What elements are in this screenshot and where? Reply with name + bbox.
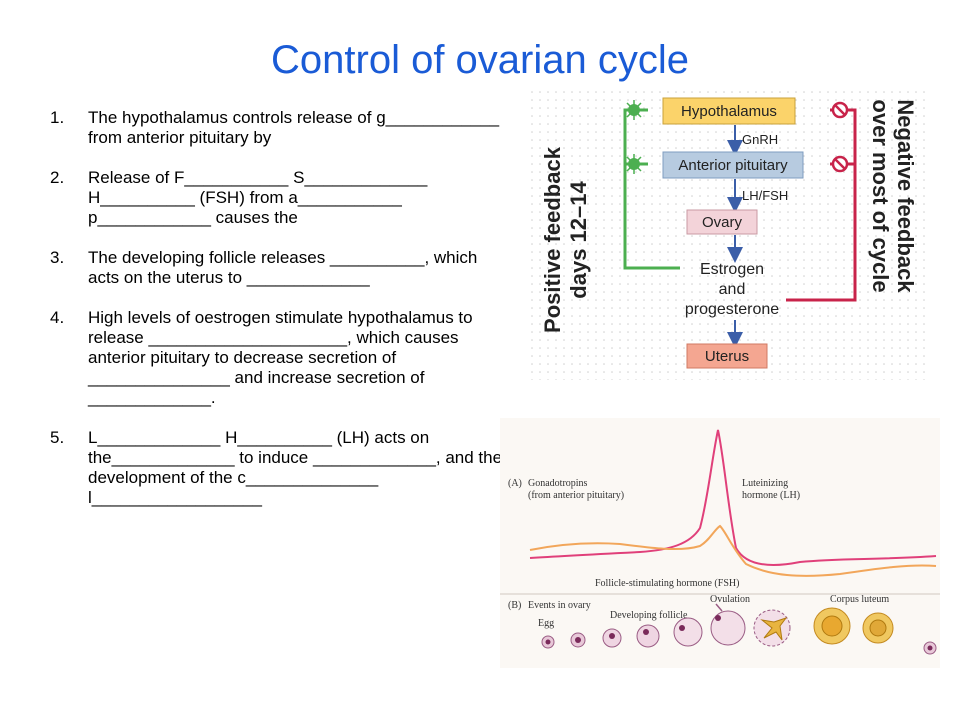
hormone-lh-label: hormone (LH) — [742, 490, 800, 501]
anterior-pituitary-label: Anterior pituitary — [678, 157, 788, 174]
plus-icon — [624, 154, 644, 174]
question-list: 1. The hypothalamus controls release of … — [50, 108, 510, 528]
follicle-stage — [602, 628, 622, 648]
events-label: Events in ovary — [528, 600, 591, 611]
follicle-stage — [636, 624, 660, 648]
ovary-label: Ovary — [702, 214, 743, 231]
panel-b-label: (B) — [508, 600, 521, 611]
minus-icon — [831, 155, 849, 173]
ovulation-label: Ovulation — [710, 594, 750, 605]
follicle-stage — [673, 617, 703, 647]
ovary-box — [686, 209, 758, 235]
lh-fsh-label: LH/FSH — [742, 188, 788, 203]
item-number: 4. — [50, 308, 65, 327]
gonadotropins-label: Gonadotropins — [528, 478, 588, 489]
corpus-stage — [813, 607, 851, 645]
and-label: and — [719, 281, 746, 298]
corpus-stage — [753, 609, 791, 647]
follicle-stage — [541, 635, 555, 649]
plus-icon — [624, 100, 644, 120]
luteinizing-label: Luteinizing — [742, 478, 788, 489]
negative-feedback-span: over most of cycle — [868, 99, 893, 292]
item-text: The developing follicle releases _______… — [88, 248, 478, 287]
corpus-label: Corpus luteum — [830, 594, 889, 605]
fsh-curve — [529, 524, 937, 577]
uterus-box — [686, 343, 768, 369]
gnrh-label: GnRH — [742, 132, 778, 147]
uterus-label: Uterus — [705, 348, 749, 365]
item-text: High levels of oestrogen stimulate hypot… — [88, 308, 473, 407]
developing-label: Developing follicle — [610, 610, 688, 621]
question-item-5: 5. L_____________ H__________ (LH) acts … — [50, 428, 510, 508]
egg-label: Egg — [538, 618, 554, 629]
lh-curve — [529, 429, 937, 567]
item-number: 5. — [50, 428, 65, 447]
question-item-1: 1. The hypothalamus controls release of … — [50, 108, 510, 148]
hypothalamus-label: Hypothalamus — [681, 103, 777, 120]
cycle-figure: (A) Gonadotropins (from anterior pituita… — [500, 418, 940, 668]
corpus-stage — [862, 612, 894, 644]
item-number: 3. — [50, 248, 65, 267]
question-item-2: 2. Release of F___________ S____________… — [50, 168, 510, 228]
question-item-3: 3. The developing follicle releases ____… — [50, 248, 510, 288]
item-number: 1. — [50, 108, 65, 127]
item-text: Release of F___________ S_____________ H… — [88, 168, 428, 227]
anterior-pituitary-box — [662, 151, 804, 179]
fsh-label: Follicle-stimulating hormone (FSH) — [595, 578, 739, 589]
dotted-background — [530, 90, 930, 380]
progesterone-label: progesterone — [685, 301, 779, 318]
hypothalamus-box — [662, 97, 796, 125]
positive-feedback-label: Positive feedback — [540, 146, 565, 333]
feedback-diagram: Positive feedback days 12–14 Negative fe… — [530, 90, 930, 380]
negative-feedback-label: Negative feedback — [893, 99, 918, 293]
item-text: L_____________ H__________ (LH) acts on … — [88, 428, 503, 507]
question-item-4: 4. High levels of oestrogen stimulate hy… — [50, 308, 510, 408]
follicle-stage — [710, 603, 746, 646]
follicle-stage — [570, 632, 586, 648]
positive-feedback-days: days 12–14 — [566, 181, 591, 299]
from-anterior-label: (from anterior pituitary) — [528, 490, 624, 501]
panel-a-label: (A) — [508, 478, 522, 489]
corpus-stage — [923, 641, 937, 655]
minus-icon — [831, 101, 849, 119]
item-number: 2. — [50, 168, 65, 187]
slide-title: Control of ovarian cycle — [271, 38, 689, 82]
item-text: The hypothalamus controls release of g__… — [88, 108, 500, 147]
estrogen-label: Estrogen — [700, 261, 764, 278]
